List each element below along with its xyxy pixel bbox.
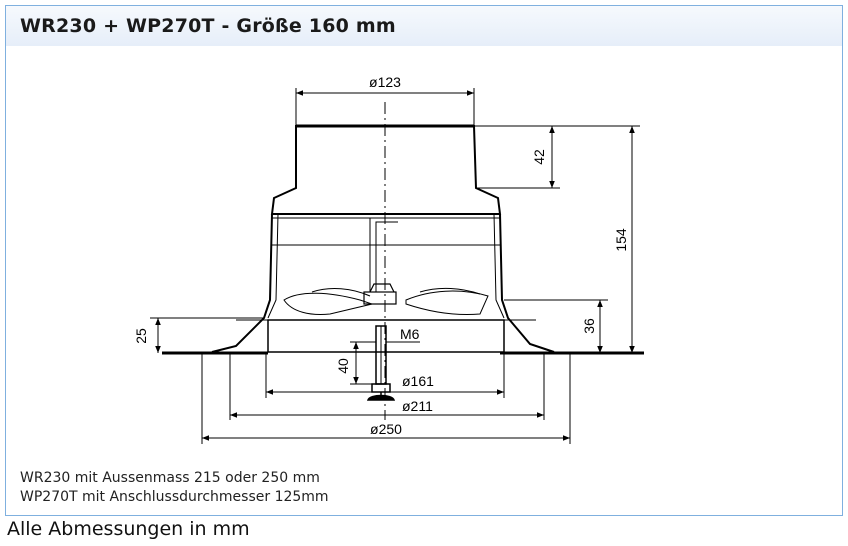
dim-diameter-250: ø250 xyxy=(370,421,402,437)
dim-diameter-211: ø211 xyxy=(402,398,433,414)
footer-units-note: Alle Abmessungen in mm xyxy=(7,518,250,540)
note-wr230: WR230 mit Aussenmass 215 oder 250 mm xyxy=(20,470,320,486)
dim-diameter-123: ø123 xyxy=(369,74,401,90)
diffuser-body xyxy=(162,124,644,401)
dim-height-25: 25 xyxy=(133,328,149,344)
dimension-lines xyxy=(150,88,640,444)
page-title: WR230 + WP270T - Größe 160 mm xyxy=(20,15,396,37)
note-wp270t: WP270T mit Anschlussdurchmesser 125mm xyxy=(20,489,329,505)
dim-height-40: 40 xyxy=(335,358,351,374)
dim-height-36: 36 xyxy=(581,318,597,334)
dim-height-154: 154 xyxy=(613,228,629,252)
dim-thread-m6: M6 xyxy=(400,326,420,342)
dim-height-42: 42 xyxy=(531,149,547,165)
dim-diameter-161: ø161 xyxy=(402,373,434,389)
title-bar: WR230 + WP270T - Größe 160 mm xyxy=(6,6,842,46)
drawing-frame: WR230 + WP270T - Größe 160 mm WR230 mit … xyxy=(5,5,843,516)
